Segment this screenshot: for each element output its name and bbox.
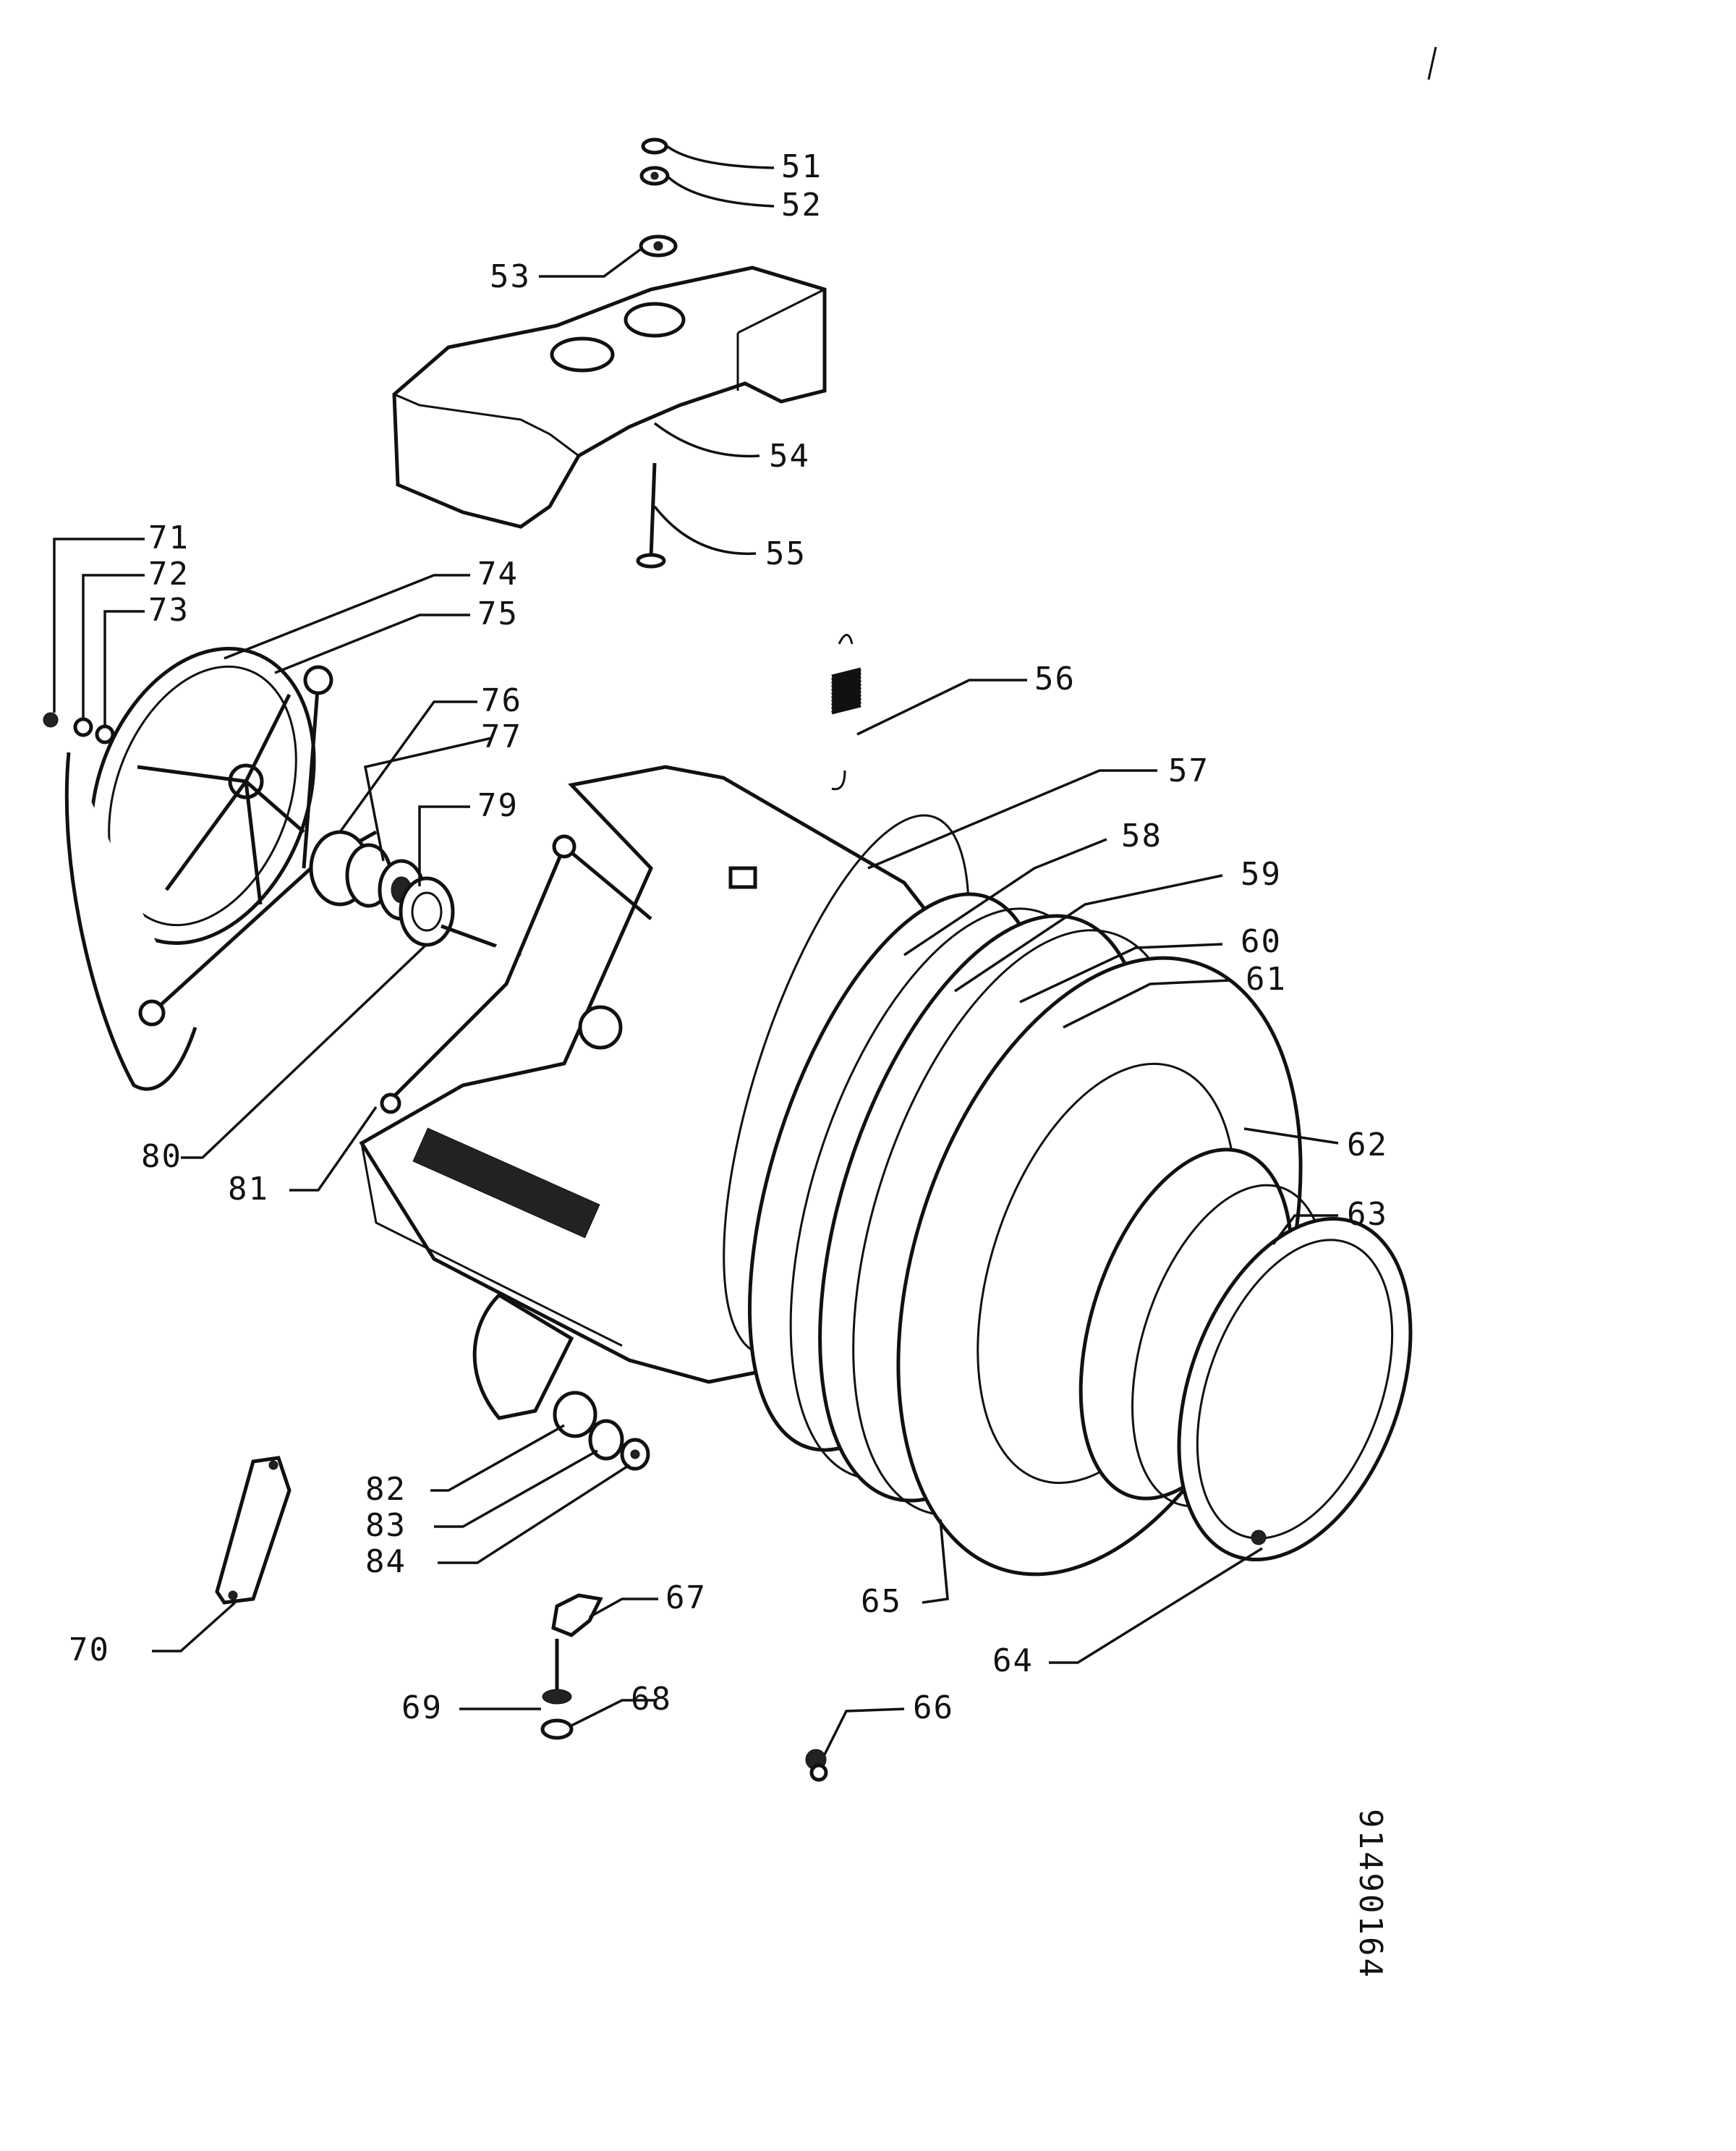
screw-71	[43, 712, 59, 728]
damper-70	[215, 1456, 292, 1605]
callout-72: 72	[148, 556, 190, 593]
screw-66	[805, 1749, 828, 1782]
callout-80: 80	[141, 1138, 182, 1175]
callout-54: 54	[769, 438, 810, 475]
bolt-55	[636, 462, 666, 569]
drawing-code: 91490164	[1352, 1809, 1389, 1980]
callout-81: 81	[228, 1171, 269, 1208]
callout-58: 58	[1121, 818, 1162, 854]
callout-71: 71	[148, 519, 190, 556]
washer-73	[95, 724, 115, 744]
callout-66: 66	[913, 1689, 954, 1726]
callout-70: 70	[69, 1632, 110, 1668]
callout-52: 52	[781, 187, 822, 224]
callout-56: 56	[1034, 661, 1076, 697]
callout-55: 55	[765, 535, 807, 572]
seal-79	[399, 876, 455, 947]
callout-82: 82	[365, 1471, 407, 1508]
washer-53	[639, 234, 678, 258]
nut-52	[639, 166, 670, 186]
washer-51	[641, 137, 668, 155]
callout-75: 75	[477, 595, 519, 632]
callout-57: 57	[1168, 752, 1209, 789]
callout-51: 51	[781, 148, 822, 185]
drum-spider-81	[380, 834, 652, 1114]
callout-60: 60	[1241, 923, 1282, 960]
callout-63: 63	[1347, 1196, 1388, 1233]
callout-84: 84	[365, 1543, 407, 1580]
leader-lines	[53, 145, 1339, 1755]
bolt-69	[542, 1639, 572, 1705]
callout-61: 61	[1246, 961, 1287, 998]
stray-mark	[1427, 46, 1437, 80]
callout-62: 62	[1347, 1127, 1388, 1163]
spring-56	[831, 634, 861, 791]
bracket-shock	[472, 1292, 574, 1420]
plug-82	[553, 1391, 597, 1438]
bracket-67	[551, 1593, 603, 1637]
pulley-74	[89, 647, 316, 945]
callout-59: 59	[1241, 856, 1282, 893]
nut-68	[540, 1718, 574, 1740]
callout-67: 67	[665, 1579, 707, 1616]
washer-72	[73, 717, 93, 737]
callout-76: 76	[481, 682, 522, 719]
callout-53: 53	[490, 258, 531, 295]
callout-74: 74	[477, 556, 519, 593]
counterweight-54	[392, 266, 827, 529]
nut-84	[620, 1438, 650, 1471]
callout-83: 83	[365, 1507, 407, 1544]
clamp-ring-64	[1177, 1216, 1413, 1562]
callout-73: 73	[148, 592, 190, 629]
callout-64: 64	[992, 1642, 1034, 1679]
callout-77: 77	[481, 718, 522, 755]
callout-79: 79	[477, 787, 519, 824]
callout-65: 65	[861, 1583, 902, 1620]
cap-83	[588, 1419, 624, 1461]
callout-69: 69	[401, 1689, 443, 1726]
callout-68: 68	[631, 1681, 672, 1718]
